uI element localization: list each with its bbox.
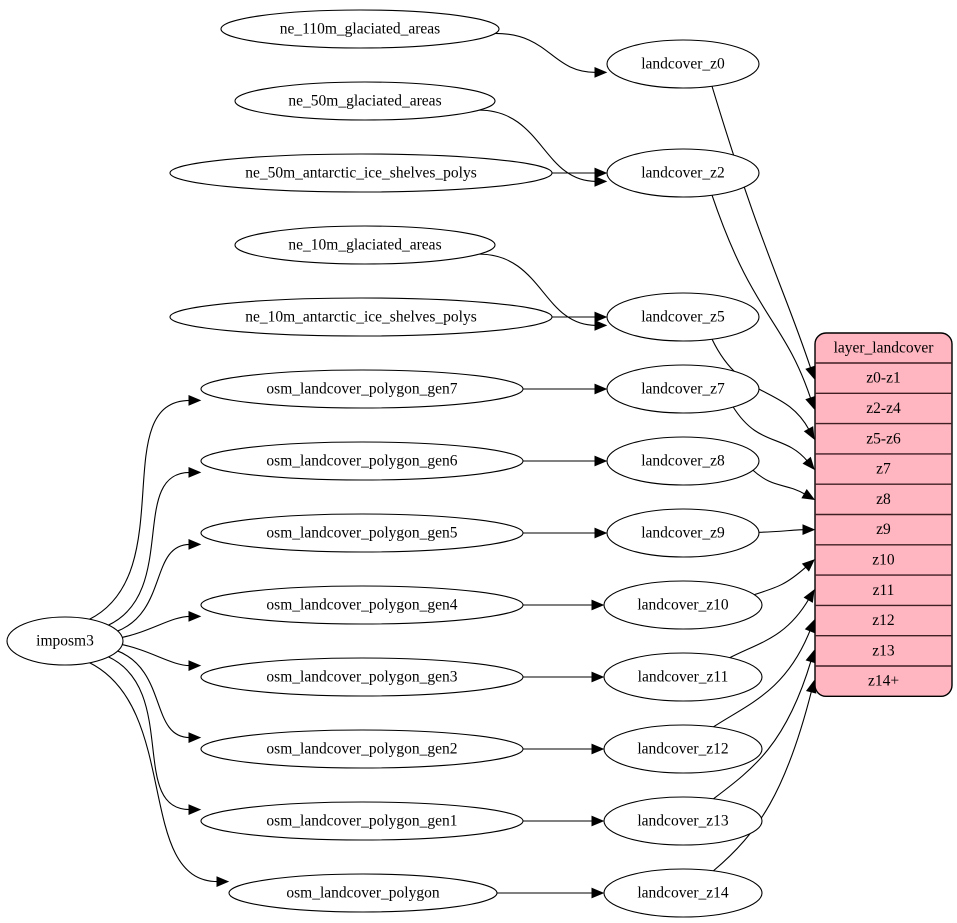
table-row-z8[interactable]: z8 [876,491,891,508]
node-shape [200,729,524,769]
node-imposm3[interactable]: imposm3 [6,616,124,666]
node-shape [200,801,524,841]
table-row-z13[interactable]: z13 [872,642,895,659]
node-osm_landcover_polygon_gen4[interactable]: osm_landcover_polygon_gen4 [200,585,524,625]
table-layer: layer_landcover z0-z1 z2-z4 z5-z6 z7 z8 z9 z10 z… [814,332,953,697]
node-shape [606,364,760,414]
node-shape [200,513,524,553]
node-shape [200,657,524,697]
node-landcover_z8[interactable]: landcover_z8 [606,436,760,486]
node-shape [169,153,553,193]
node-shape [606,292,760,342]
node-layer_landcover[interactable]: layer_landcover z0-z1 z2-z4 z5-z6 z7 z8 z9 z10 z… [814,332,953,697]
node-osm_landcover_polygon_gen6[interactable]: osm_landcover_polygon_gen6 [200,441,524,481]
node-landcover_z9[interactable]: landcover_z9 [606,508,760,558]
node-label: ne_50m_glaciated_areas [288,93,441,110]
node-shape [606,39,760,89]
node-label: osm_landcover_polygon_gen3 [266,669,457,686]
node-label: landcover_z14 [637,885,728,902]
node-shape [6,616,124,666]
node-label: landcover_z12 [637,741,728,758]
node-osm_landcover_polygon_gen7[interactable]: osm_landcover_polygon_gen7 [200,369,524,409]
table-header-label: layer_landcover [834,340,935,357]
node-shape [234,225,496,265]
node-shape [200,369,524,409]
node-landcover_z5[interactable]: landcover_z5 [606,292,760,342]
node-ne_10m_glaciated_areas[interactable]: ne_10m_glaciated_areas [234,225,496,265]
node-shape [220,9,500,49]
node-shape [200,585,524,625]
node-landcover_z11[interactable]: landcover_z11 [603,652,763,702]
table-row-z5-z6[interactable]: z5-z6 [866,430,901,447]
node-landcover_z13[interactable]: landcover_z13 [603,796,763,846]
node-landcover_z7[interactable]: landcover_z7 [606,364,760,414]
nodes-layer: ne_110m_glaciated_areas ne_50m_glaciated_… [6,9,763,918]
node-shape [603,724,763,774]
node-label: osm_landcover_polygon_gen7 [266,381,457,398]
table-row-z0-z1[interactable]: z0-z1 [866,370,900,387]
node-shape [603,796,763,846]
node-shape [234,81,496,121]
table-row-z10[interactable]: z10 [872,552,895,569]
table-row-z2-z4[interactable]: z2-z4 [866,400,901,417]
node-label: landcover_z11 [638,669,729,686]
node-ne_10m_antarctic_ice_shelves_polys[interactable]: ne_10m_antarctic_ice_shelves_polys [169,297,553,337]
node-label: landcover_z5 [641,309,725,326]
node-label: osm_landcover_polygon [286,885,440,902]
node-label: osm_landcover_polygon_gen1 [266,813,457,830]
node-osm_landcover_polygon_gen3[interactable]: osm_landcover_polygon_gen3 [200,657,524,697]
table-row-z7[interactable]: z7 [876,461,891,478]
node-landcover_z10[interactable]: landcover_z10 [603,580,763,630]
node-label: imposm3 [36,633,94,650]
node-ne_50m_glaciated_areas[interactable]: ne_50m_glaciated_areas [234,81,496,121]
table-row-z9[interactable]: z9 [876,521,891,538]
node-label: osm_landcover_polygon_gen5 [266,525,457,542]
node-osm_landcover_polygon_gen5[interactable]: osm_landcover_polygon_gen5 [200,513,524,553]
node-landcover_z2[interactable]: landcover_z2 [606,148,760,198]
node-osm_landcover_polygon_gen1[interactable]: osm_landcover_polygon_gen1 [200,801,524,841]
node-label: landcover_z7 [641,381,725,398]
node-landcover_z12[interactable]: landcover_z12 [603,724,763,774]
table-row-z12[interactable]: z12 [872,612,894,629]
node-label: landcover_z8 [641,453,725,470]
node-label: ne_10m_antarctic_ice_shelves_polys [245,309,477,326]
node-shape [228,873,498,913]
node-label: ne_10m_glaciated_areas [288,237,441,254]
node-osm_landcover_polygon[interactable]: osm_landcover_polygon [228,873,498,913]
node-label: landcover_z10 [637,597,728,614]
node-landcover_z14[interactable]: landcover_z14 [603,868,763,918]
table-row-z14+[interactable]: z14+ [868,673,899,690]
node-shape [606,436,760,486]
node-label: landcover_z2 [641,165,725,182]
node-shape [200,441,524,481]
edges-layer [88,32,817,899]
table-row-z11[interactable]: z11 [873,582,895,599]
node-shape [606,148,760,198]
node-shape [603,652,763,702]
node-ne_50m_antarctic_ice_shelves_polys[interactable]: ne_50m_antarctic_ice_shelves_polys [169,153,553,193]
node-label: landcover_z13 [637,813,728,830]
node-label: ne_110m_glaciated_areas [280,21,440,38]
node-shape [169,297,553,337]
node-label: landcover_z9 [641,525,725,542]
node-label: osm_landcover_polygon_gen2 [266,741,457,758]
node-osm_landcover_polygon_gen2[interactable]: osm_landcover_polygon_gen2 [200,729,524,769]
node-label: osm_landcover_polygon_gen6 [266,453,457,470]
node-shape [603,580,763,630]
node-ne_110m_glaciated_areas[interactable]: ne_110m_glaciated_areas [220,9,500,49]
node-landcover_z0[interactable]: landcover_z0 [606,39,760,89]
node-label: osm_landcover_polygon_gen4 [266,597,457,614]
node-label: landcover_z0 [641,56,725,73]
node-shape [603,868,763,918]
node-shape [606,508,760,558]
node-label: ne_50m_antarctic_ice_shelves_polys [245,165,477,182]
